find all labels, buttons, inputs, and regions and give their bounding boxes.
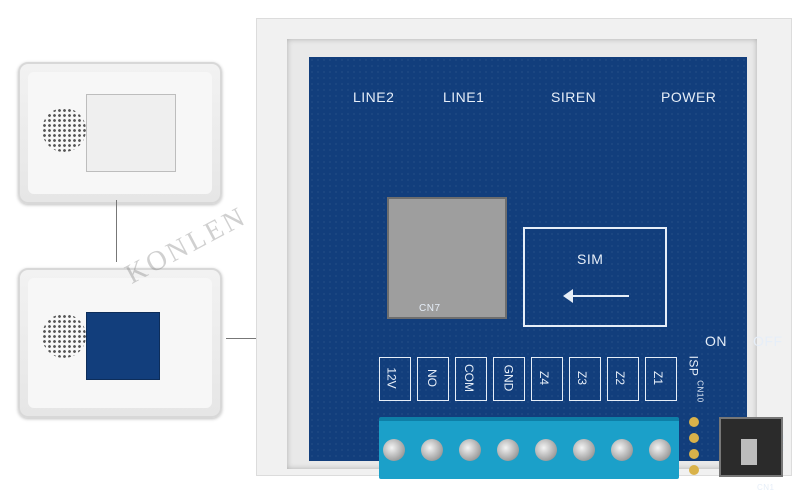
- label-isp: ISP: [686, 355, 701, 377]
- sim-card-holder: [387, 197, 507, 319]
- device-thumbnail-back: [18, 62, 222, 204]
- isp-pin: [689, 465, 699, 475]
- terminal-box-z1: [645, 357, 677, 401]
- terminal-box-no: [417, 357, 449, 401]
- screw-icon: [421, 439, 443, 461]
- label-cn7: CN7: [419, 303, 441, 314]
- terminal-label-no: NO: [425, 369, 439, 387]
- battery-cover: [86, 94, 176, 172]
- switch-slider: [741, 439, 757, 465]
- terminal-box-gnd: [493, 357, 525, 401]
- terminal-box-com: [455, 357, 487, 401]
- label-on: ON: [705, 333, 727, 349]
- device-back-panel: [28, 72, 212, 194]
- terminal-label-z4: Z4: [537, 370, 552, 386]
- screw-icon: [497, 439, 519, 461]
- label-sim: SIM: [577, 251, 604, 267]
- isp-pin: [689, 449, 699, 459]
- isp-pin: [689, 417, 699, 427]
- connector-line: [116, 200, 117, 262]
- pcb-thumbnail: [86, 312, 160, 380]
- speaker-grille-icon: [42, 314, 86, 358]
- device-thumbnail-open: [18, 268, 222, 418]
- terminal-block: [379, 417, 679, 479]
- pcb-closeup: LINE2 LINE1 SIREN POWER CN7 SIM 12V NO C…: [256, 18, 792, 492]
- label-cn1: CN1: [757, 483, 775, 492]
- label-power: POWER: [661, 89, 717, 105]
- label-siren: SIREN: [551, 89, 597, 105]
- label-cn10: CN10: [695, 380, 705, 403]
- terminal-label-z1: Z1: [651, 370, 666, 386]
- terminal-box-z4: [531, 357, 563, 401]
- device-open-panel: [28, 278, 212, 408]
- terminal-label-z2: Z2: [613, 370, 628, 386]
- screw-icon: [535, 439, 557, 461]
- power-switch[interactable]: [719, 417, 783, 477]
- terminal-box-12v: [379, 357, 411, 401]
- screw-icon: [611, 439, 633, 461]
- terminal-label-12v: 12V: [384, 367, 399, 389]
- terminal-box-z3: [569, 357, 601, 401]
- speaker-grille-icon: [42, 108, 86, 152]
- screw-icon: [649, 439, 671, 461]
- label-off: OFF: [753, 333, 783, 349]
- arrow-head-icon: [563, 289, 573, 303]
- terminal-label-com: COM: [462, 364, 476, 392]
- screw-icon: [383, 439, 405, 461]
- screw-icon: [459, 439, 481, 461]
- terminal-box-z2: [607, 357, 639, 401]
- sim-slot-outline: SIM: [523, 227, 667, 327]
- terminal-label-gnd: GND: [501, 364, 516, 392]
- terminal-label-z3: Z3: [575, 370, 590, 386]
- connector-line: [226, 338, 256, 339]
- circuit-board: LINE2 LINE1 SIREN POWER CN7 SIM 12V NO C…: [309, 57, 785, 492]
- label-line1: LINE1: [443, 89, 485, 105]
- arrow-left-icon: [569, 295, 629, 297]
- screw-icon: [573, 439, 595, 461]
- isp-pin: [689, 433, 699, 443]
- label-line2: LINE2: [353, 89, 395, 105]
